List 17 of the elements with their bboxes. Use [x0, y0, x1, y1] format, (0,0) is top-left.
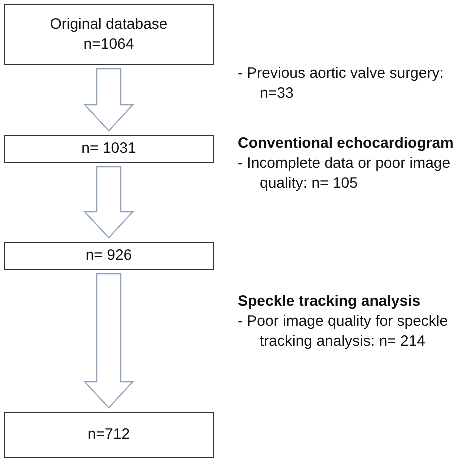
process-box — [4, 4, 214, 65]
block-arrow — [84, 166, 134, 239]
section-heading: Conventional echocardiogram — [238, 134, 455, 154]
box-text: n= 1031 — [82, 139, 136, 159]
box-text: n=1064 — [84, 34, 134, 54]
exclusion-note: - Previous aortic valve surgery: n=33 — [238, 64, 445, 104]
process-box — [4, 412, 214, 458]
exclusion-note: - Poor image quality for speckle tracking analysis: n= 214 — [238, 312, 450, 352]
box-text: Original database — [50, 14, 168, 34]
box-text: n=712 — [88, 425, 130, 445]
block-arrow — [84, 273, 134, 409]
process-box — [4, 242, 214, 270]
section-heading: Speckle tracking analysis — [238, 292, 422, 312]
exclusion-note: - Incomplete data or poor image quality: n= 105 — [238, 154, 452, 194]
box-text: n= 926 — [86, 246, 132, 266]
block-arrow — [84, 68, 134, 132]
process-box — [4, 135, 214, 163]
